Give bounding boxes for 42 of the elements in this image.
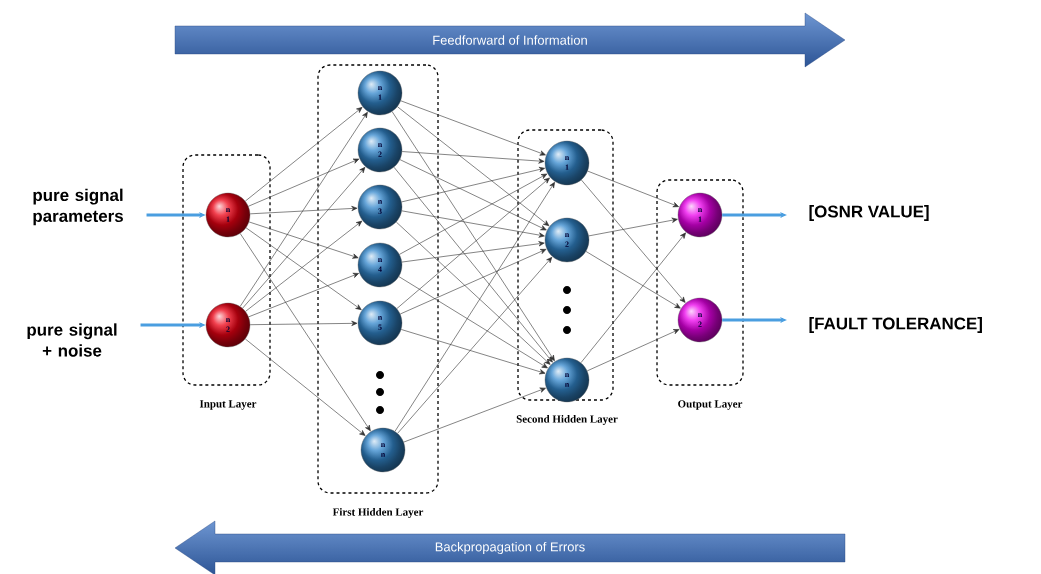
arrow	[239, 233, 371, 432]
arrow	[242, 167, 366, 309]
arrow	[585, 251, 681, 309]
arrow	[401, 151, 545, 164]
arrow	[400, 249, 547, 315]
input-label: pure signal + noise	[27, 323, 117, 357]
arrow	[397, 256, 553, 434]
arrow	[394, 182, 555, 432]
node-label: Second Hidden Layer	[516, 415, 618, 425]
arrow	[248, 158, 360, 207]
arrow	[403, 387, 546, 443]
arrow	[399, 159, 547, 231]
arrow	[587, 170, 679, 208]
output-label: [OSNR VALUE]	[809, 205, 929, 221]
arrow	[391, 111, 555, 362]
arrow	[248, 221, 359, 259]
arrow	[249, 320, 358, 326]
arrow	[397, 106, 550, 227]
arrow	[401, 241, 545, 263]
arrow	[396, 221, 551, 365]
arrow	[239, 111, 368, 307]
arrow	[248, 272, 359, 318]
node-label: First Hidden Layer	[332, 508, 424, 518]
arrow	[401, 166, 545, 203]
arrow	[396, 177, 550, 309]
arrow	[399, 173, 548, 255]
node-label: Input Layer	[199, 400, 257, 410]
arrow	[581, 179, 686, 303]
arrow	[400, 100, 546, 156]
arrow	[400, 329, 546, 375]
arrow	[398, 276, 548, 369]
arrow	[245, 107, 363, 202]
arrow	[580, 232, 686, 363]
arrow	[401, 210, 545, 238]
node-label: Output Layer	[678, 400, 743, 410]
arrow	[245, 338, 366, 436]
arrow	[393, 166, 553, 363]
arrow	[588, 217, 678, 237]
arrow	[586, 329, 680, 372]
arrow	[249, 205, 358, 215]
input-label: pure signal parameters	[33, 188, 123, 226]
output-label: [FAULT TOLERANCE]	[809, 317, 982, 333]
